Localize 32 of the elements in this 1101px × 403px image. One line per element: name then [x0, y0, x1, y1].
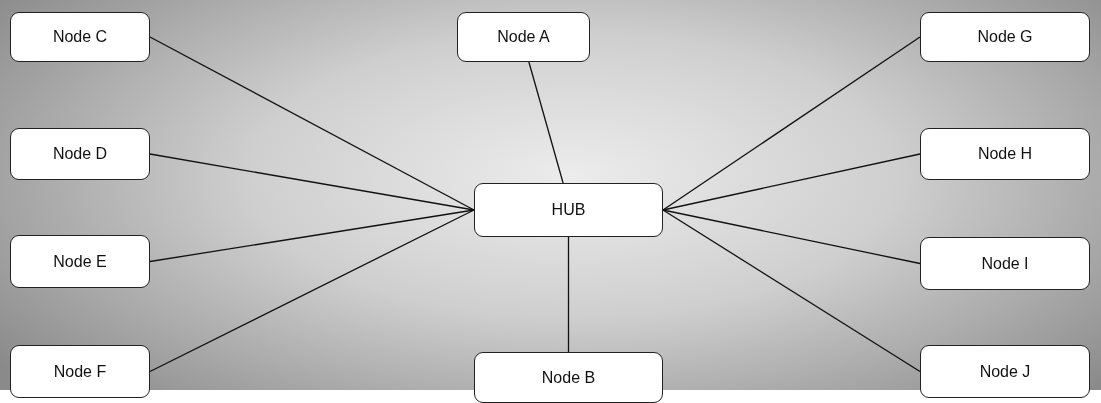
- connector-line: [149, 209, 475, 263]
- connector-line: [662, 36, 921, 211]
- node-label: HUB: [551, 201, 586, 219]
- node-box: [920, 12, 1090, 62]
- node-label: Node H: [977, 145, 1033, 163]
- connector-line: [567, 236, 570, 353]
- node-box: [474, 352, 663, 403]
- connector-line: [149, 36, 475, 211]
- node-label: Node E: [53, 252, 107, 271]
- node-label: Node D: [52, 145, 108, 163]
- node-box: [10, 235, 150, 288]
- node-box: [10, 345, 150, 398]
- node-label: Node F: [53, 362, 107, 381]
- node-box: [457, 12, 590, 62]
- connector-line: [149, 153, 475, 211]
- node-label: Node J: [979, 362, 1031, 381]
- connector-line: [149, 209, 475, 373]
- node-box: [10, 128, 150, 180]
- node-box: [474, 183, 663, 237]
- connector-line: [662, 209, 921, 265]
- node-label: Node C: [52, 28, 108, 46]
- node-box: [920, 345, 1090, 398]
- node-label: Node G: [977, 28, 1033, 46]
- node-label: Node A: [497, 28, 550, 46]
- node-box: [920, 128, 1090, 180]
- connector-line: [662, 153, 921, 211]
- connector-line: [662, 209, 921, 373]
- node-label: Node I: [981, 254, 1029, 273]
- node-label: Node B: [541, 368, 596, 387]
- node-box: [920, 237, 1090, 290]
- connector-line: [528, 61, 564, 184]
- node-box: [10, 12, 150, 62]
